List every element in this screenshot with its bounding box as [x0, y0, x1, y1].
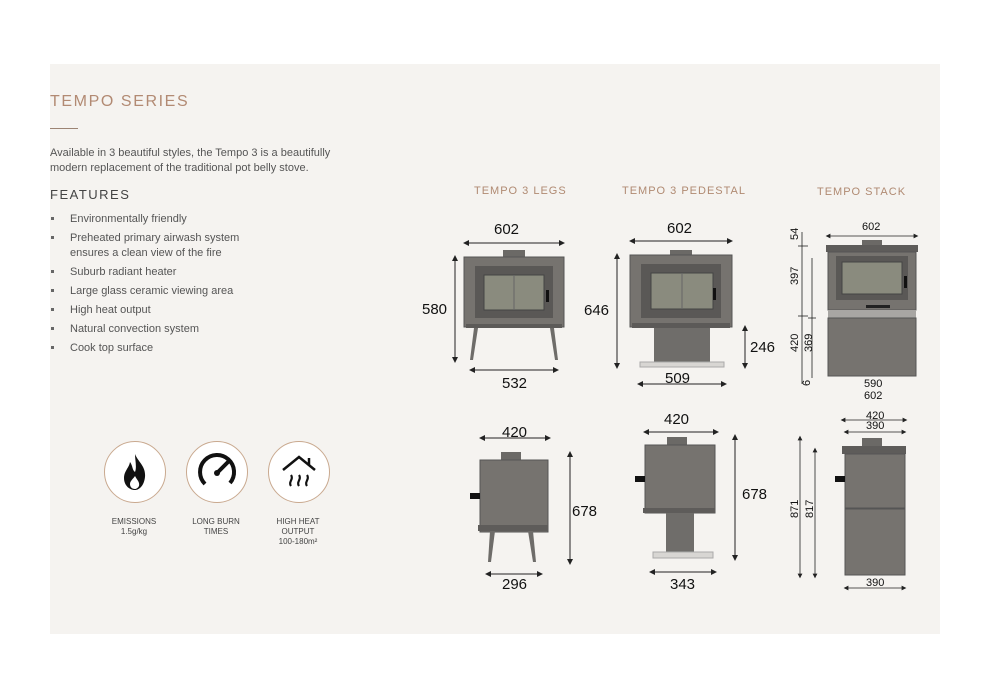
heading-tempo-3-pedestal: TEMPO 3 PEDESTAL — [622, 185, 746, 197]
dim-pedestal-side-depth: 420 — [664, 411, 689, 428]
dim-stack-side-overall: 871 — [789, 500, 801, 518]
feature-item: Natural convection system — [50, 322, 239, 337]
dim-stack-side-body: 390 — [866, 420, 884, 432]
dim-stack-front-overall: 602 — [864, 390, 882, 402]
dim-stack-side-base: 390 — [866, 577, 884, 589]
feature-item: Suburb radiant heater — [50, 265, 239, 280]
dim-legs-side-height: 678 — [572, 503, 597, 520]
pedestal-front-stove — [629, 250, 733, 368]
page-title: TEMPO SERIES — [50, 93, 190, 110]
heading-tempo-stack: TEMPO STACK — [817, 186, 907, 198]
dim-pedestal-front-base: 509 — [665, 370, 690, 387]
heat-output-badge — [268, 441, 330, 503]
dim-pedestal-side-base: 343 — [670, 576, 695, 593]
dim-stack-side-depth: 420 — [866, 410, 884, 422]
title-rule — [50, 128, 78, 129]
dim-pedestal-front-height: 646 — [584, 302, 609, 319]
dim-legs-front-width: 602 — [494, 221, 519, 238]
dim-stack-front-width: 602 — [862, 221, 880, 233]
feature-item: Large glass ceramic viewing area — [50, 284, 239, 299]
features-heading: FEATURES — [50, 187, 131, 202]
emissions-badge — [104, 441, 166, 503]
dim-pedestal-side-height: 678 — [742, 486, 767, 503]
dim-pedestal-height: 246 — [750, 339, 775, 356]
flame-icon — [124, 454, 146, 490]
features-list: Environmentally friendly Preheated prima… — [50, 212, 239, 360]
dim-stack-foot: 6 — [801, 380, 813, 386]
stack-front-stove — [826, 240, 918, 377]
dim-legs-side-base: 296 — [502, 576, 527, 593]
dim-legs-side-depth: 420 — [502, 424, 527, 441]
dim-stack-side-body-height: 817 — [804, 500, 816, 518]
feature-item: Cook top surface — [50, 341, 239, 356]
heading-tempo-3-legs: TEMPO 3 LEGS — [474, 185, 567, 197]
legs-front-stove — [463, 250, 565, 360]
dim-stack-upper: 397 — [789, 267, 801, 285]
feature-item: High heat output — [50, 303, 239, 318]
gauge-icon — [198, 453, 236, 486]
dim-legs-front-base: 532 — [502, 375, 527, 392]
feature-item: Environmentally friendly — [50, 212, 239, 227]
content-panel — [50, 64, 940, 634]
dim-legs-front-height: 580 — [422, 301, 447, 318]
legs-side-stove — [470, 452, 549, 562]
long-burn-badge — [186, 441, 248, 503]
dim-stack-base: 369 — [803, 334, 815, 352]
dim-stack-top: 54 — [789, 228, 801, 240]
house-heat-icon — [282, 455, 316, 487]
dim-stack-front-base: 590 — [864, 378, 882, 390]
dim-stack-lower: 420 — [789, 334, 801, 352]
intro-text: Available in 3 beautiful styles, the Tem… — [50, 147, 331, 174]
stack-side-stove — [835, 438, 906, 576]
pedestal-side-stove — [635, 437, 716, 559]
dim-pedestal-front-width: 602 — [667, 220, 692, 237]
